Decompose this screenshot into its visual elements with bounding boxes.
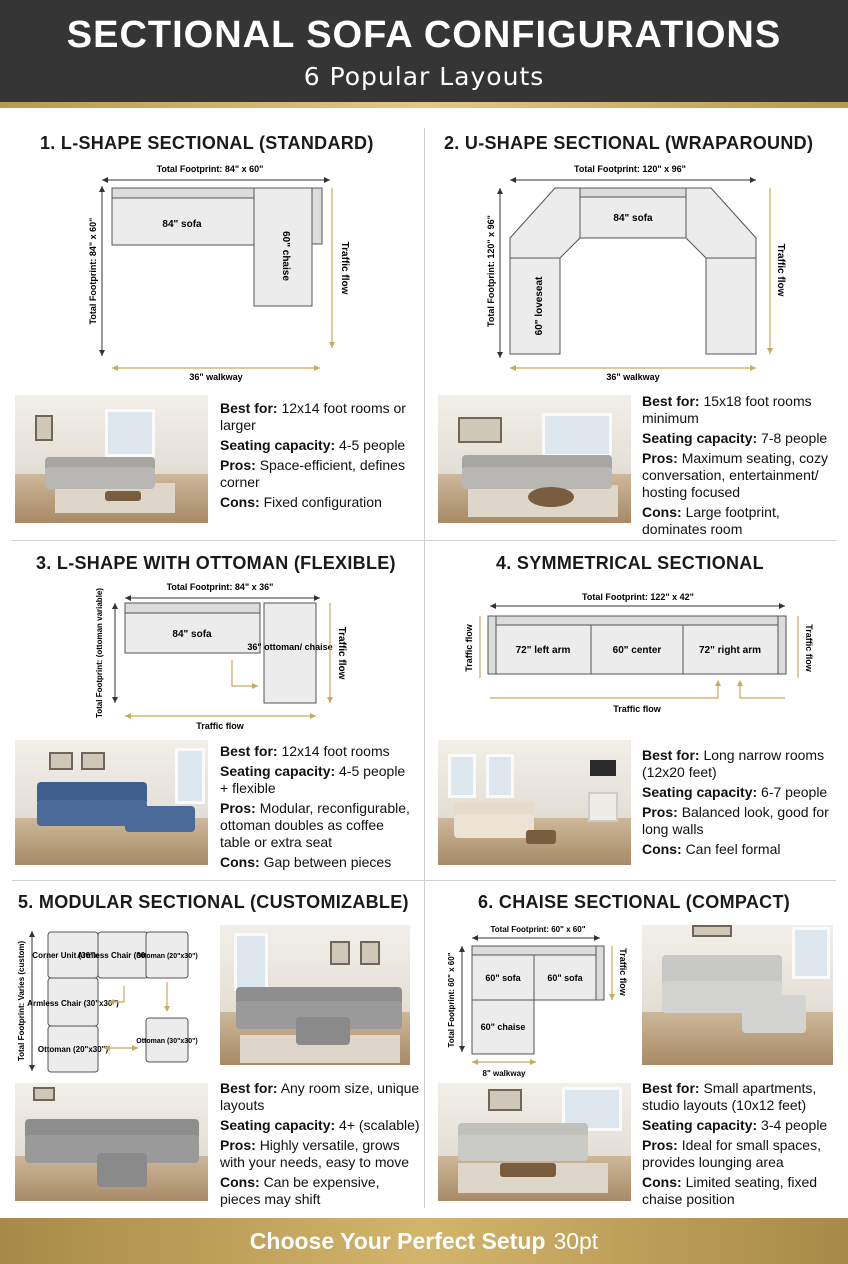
footprint-side-label: Total Footprint: (ottoman variable): [95, 588, 104, 718]
footer-banner: Choose Your Perfect Setup 30pt: [0, 1218, 848, 1264]
info-block: Best for: 15x18 foot rooms minimum Seati…: [642, 393, 828, 537]
gold-accent-bar: [0, 102, 848, 108]
room-photo: [15, 1083, 208, 1201]
walkway-label: 8" walkway: [483, 1069, 526, 1078]
modular-diagram: Total Footprint: Varies (custom) Corner …: [17, 931, 198, 1073]
header-banner: SECTIONAL SOFA CONFIGURATIONS 6 Popular …: [0, 0, 848, 108]
module-label: Ottoman (20"x30"): [136, 953, 198, 960]
room-photo: [438, 395, 631, 523]
footprint-label: Total Footprint: 120" x 96": [574, 164, 686, 174]
walkway-label: 36" walkway: [189, 372, 242, 382]
module-label: Ottoman (30"x30"): [136, 1038, 198, 1045]
module-piece: [145, 931, 189, 979]
page-title: SECTIONAL SOFA CONFIGURATIONS: [66, 14, 782, 56]
section-title: 4. SYMMETRICAL SECTIONAL: [496, 553, 764, 573]
l-shape-diagram: Total Footprint: 84" x 60" Total Footpri…: [88, 164, 350, 382]
section-title: 6. CHAISE SECTIONAL (COMPACT): [478, 892, 791, 912]
chaise-label: 60" chaise: [481, 1022, 526, 1032]
footer-size-label: 30pt: [553, 1228, 599, 1254]
module-piece: [47, 1025, 99, 1073]
walkway-label: Traffic flow: [196, 721, 245, 731]
chaise-piece: [253, 187, 313, 307]
right-arm-piece: [682, 615, 779, 675]
traffic-label: Traffic flow: [339, 242, 350, 295]
sofa-label: 84" sofa: [162, 219, 202, 230]
traffic-label: Traffic flow: [618, 948, 628, 997]
chaise-piece: [471, 999, 535, 1055]
room-photo: [642, 925, 833, 1065]
symmetrical-diagram: Total Footprint: 122" x 42" 72" left arm…: [464, 592, 814, 714]
room-photo: [438, 740, 631, 865]
footprint-side-label: Total Footprint: 84" x 60": [88, 218, 98, 325]
ottoman-diagram: Total Footprint: 84" x 36" Total Footpri…: [95, 582, 347, 731]
room-photo: [438, 1083, 631, 1201]
footprint-label: Total Footprint: 84" x 60": [157, 164, 264, 174]
section-title: 3. L-SHAPE WITH OTTOMAN (FLEXIBLE): [36, 553, 396, 573]
row-divider: [12, 540, 836, 541]
column-divider: [424, 128, 425, 1208]
footprint-label: Total Footprint: 84" x 36": [167, 582, 274, 592]
loveseat-label: 60" loveseat: [534, 276, 545, 335]
footprint-side-label: Total Footprint: Varies (custom): [17, 941, 26, 1062]
sofa-label: 60" sofa: [547, 973, 583, 983]
section-title: 2. U-SHAPE SECTIONAL (WRAPAROUND): [444, 133, 814, 153]
footprint-side-label: Total Footprint: 120" x 96": [486, 215, 496, 327]
traffic-label: Traffic flow: [804, 624, 814, 673]
footer-text: Choose Your Perfect Setup 30pt: [0, 1228, 848, 1255]
info-block: Best for: Small apartments, studio layou…: [642, 1080, 828, 1207]
info-block: Best for: 12x14 foot rooms Seating capac…: [220, 743, 410, 870]
center-piece: [590, 615, 684, 675]
center-label: 60" center: [613, 645, 662, 656]
traffic-label: Traffic flow: [464, 623, 474, 672]
room-photo: [15, 740, 208, 865]
sofa-label: 84" sofa: [613, 213, 653, 224]
traffic-label: Traffic flow: [775, 244, 786, 297]
chaise-label: 60" chaise: [280, 231, 291, 281]
section-title: 5. MODULAR SECTIONAL (CUSTOMIZABLE): [18, 892, 409, 912]
walkway-label: Traffic flow: [613, 704, 662, 714]
info-block: Best for: Long narrow rooms (12x20 feet)…: [642, 747, 829, 857]
footprint-side-label: Total Footprint: 60" x 60": [447, 952, 456, 1047]
walkway-label: 36" walkway: [606, 372, 659, 382]
traffic-label: Traffic flow: [336, 627, 347, 680]
footprint-label: Total Footprint: 122" x 42": [582, 592, 694, 602]
module-label: Ottoman (20"x30"): [38, 1045, 109, 1054]
section-title: 1. L-SHAPE SECTIONAL (STANDARD): [40, 133, 374, 153]
chaise-diagram: Total Footprint: 60" x 60" Total Footpri…: [447, 925, 628, 1078]
module-label: Corner Unit (36"x36"): [32, 951, 114, 960]
module-piece: [145, 1017, 189, 1063]
info-block: Best for: Any room size, unique layouts …: [220, 1080, 420, 1207]
room-photo: [220, 925, 410, 1065]
left-arm-label: 72" left arm: [516, 645, 571, 656]
row-divider: [12, 880, 836, 881]
sofa-label: 84" sofa: [172, 629, 212, 640]
right-arm-label: 72" right arm: [699, 645, 761, 656]
page-subtitle: 6 Popular Layouts: [303, 62, 545, 91]
module-label: Armless Chair (30"x35"): [77, 951, 169, 960]
module-label: Armless Chair (30"x30"): [27, 999, 119, 1008]
loveseat-piece: [509, 257, 561, 355]
ottoman-piece: [263, 602, 317, 704]
ottoman-label: 36" ottoman/ chaise: [247, 642, 332, 652]
footprint-label: Total Footprint: 60" x 60": [491, 925, 586, 934]
room-photo: [15, 395, 208, 523]
info-block: Best for: 12x14 foot rooms or larger Sea…: [220, 400, 406, 510]
u-shape-diagram: Total Footprint: 120" x 96" Total Footpr…: [486, 164, 786, 382]
footer-tagline: Choose Your Perfect Setup: [249, 1228, 546, 1254]
sofa-label: 60" sofa: [485, 973, 521, 983]
